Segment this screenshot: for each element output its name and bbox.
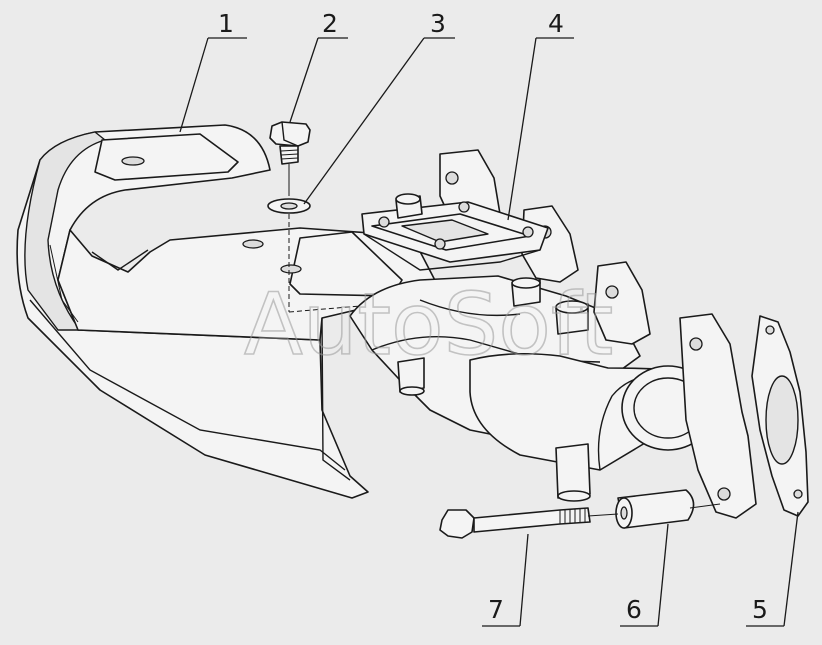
long-bolt [439,507,591,539]
callout-5: 5 [752,595,768,624]
callout-leaders [179,37,799,627]
watermark-text: AutoSoft [244,275,613,375]
callout-1: 1 [218,9,234,38]
gasket [751,315,809,517]
assembly-guide-lines [288,164,721,517]
washer [267,198,311,214]
spacer-sleeve [615,489,695,529]
exhaust-manifold [349,149,757,519]
callout-3: 3 [430,9,446,38]
callout-6: 6 [626,595,642,624]
hex-bolt [269,121,311,165]
callout-2: 2 [322,9,338,38]
callout-7: 7 [488,595,504,624]
callout-4: 4 [548,9,564,38]
